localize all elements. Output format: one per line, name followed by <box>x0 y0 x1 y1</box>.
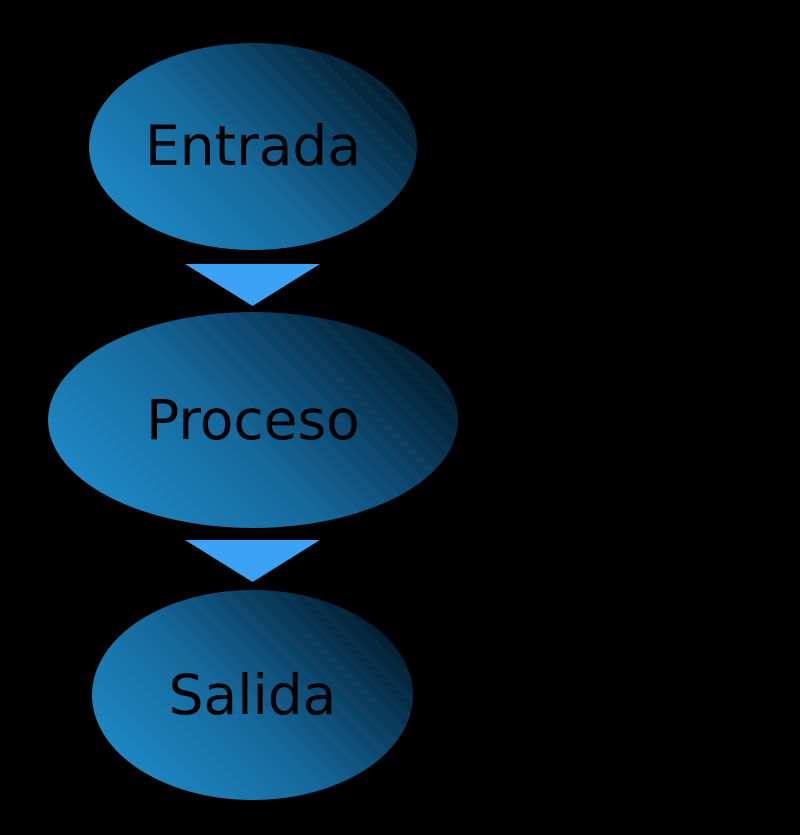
node-salida-label: Salida <box>168 662 337 727</box>
node-entrada-label: Entrada <box>144 114 362 178</box>
node-proceso-label: Proceso <box>146 387 360 452</box>
node-proceso: Proceso <box>48 312 458 528</box>
down-arrow-icon <box>185 540 320 582</box>
node-salida: Salida <box>92 590 413 800</box>
down-arrow-icon <box>185 264 320 306</box>
node-entrada: Entrada <box>89 43 417 250</box>
